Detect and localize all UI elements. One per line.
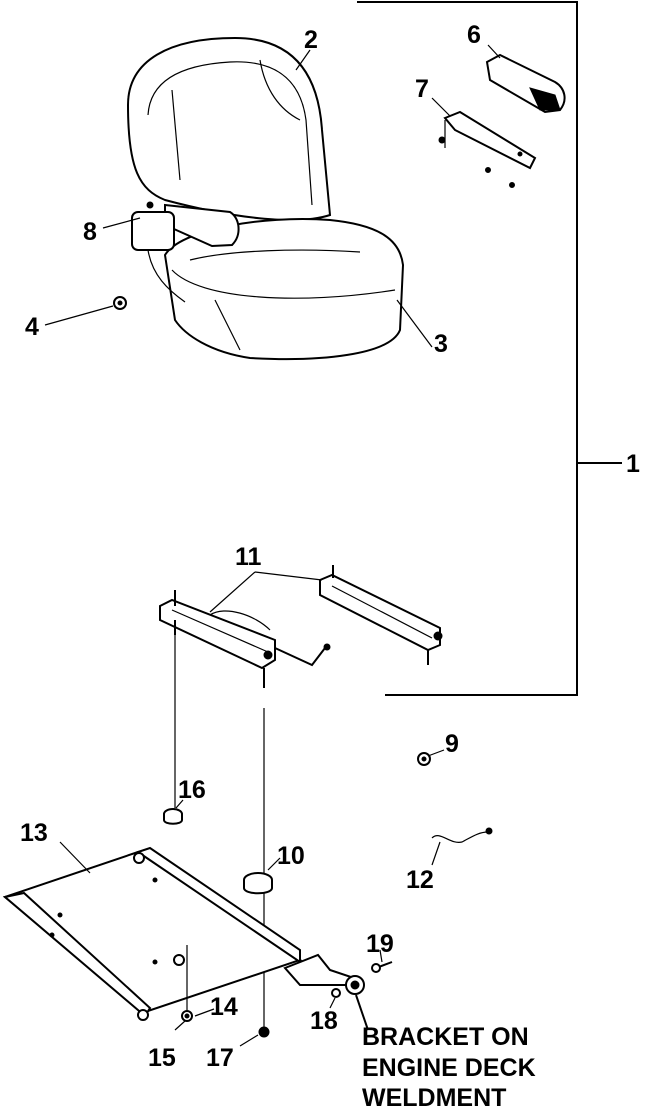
callout-7: 7: [415, 75, 429, 103]
seat-armrest: [164, 203, 240, 248]
callout-10: 10: [277, 842, 305, 870]
callout-11: 11: [235, 543, 262, 571]
callout-16: 16: [178, 776, 206, 804]
spacer-10: [243, 708, 273, 1028]
callout-6: 6: [467, 21, 481, 49]
callout-3: 3: [434, 330, 448, 358]
callout-14: 14: [210, 993, 238, 1021]
seat-slide-left: [159, 590, 331, 688]
armrest-pad: [485, 53, 566, 114]
seat-assembly: [126, 36, 405, 361]
callout-17: 17: [206, 1044, 234, 1072]
leader-lines: [44, 44, 501, 1047]
callout-12: 12: [406, 866, 434, 894]
engine-deck-bracket: [283, 953, 369, 1031]
callout-13: 13: [20, 819, 48, 847]
screw-14: [181, 1010, 193, 1022]
nut-4: [113, 296, 127, 310]
seat-mounting-plate: [2, 846, 303, 1021]
callout-8: 8: [83, 218, 97, 246]
seat-slide-right: [319, 565, 443, 665]
callout-2: 2: [304, 26, 318, 54]
armrest-bracket: [438, 110, 537, 188]
nut-9: [417, 752, 431, 766]
callout-4: 4: [25, 313, 39, 341]
callout-19: 19: [366, 930, 394, 958]
callout-18: 18: [310, 1007, 338, 1035]
callout-1: 1: [626, 450, 640, 478]
seat-backrest: [126, 36, 332, 221]
callout-9: 9: [445, 730, 459, 758]
assembly-bracket-1: [357, 1, 622, 696]
spacer-16: [163, 635, 183, 825]
note-line-2: ENGINE DECK: [362, 1054, 536, 1082]
washer-18: [331, 988, 341, 998]
callout-15: 15: [148, 1044, 176, 1072]
cable-12: [431, 827, 493, 843]
note-line-1: BRACKET ON: [362, 1023, 529, 1051]
bolt-19: [371, 961, 393, 973]
note-line-3: WELDMENT: [362, 1084, 506, 1112]
nut-17: [258, 1026, 270, 1038]
